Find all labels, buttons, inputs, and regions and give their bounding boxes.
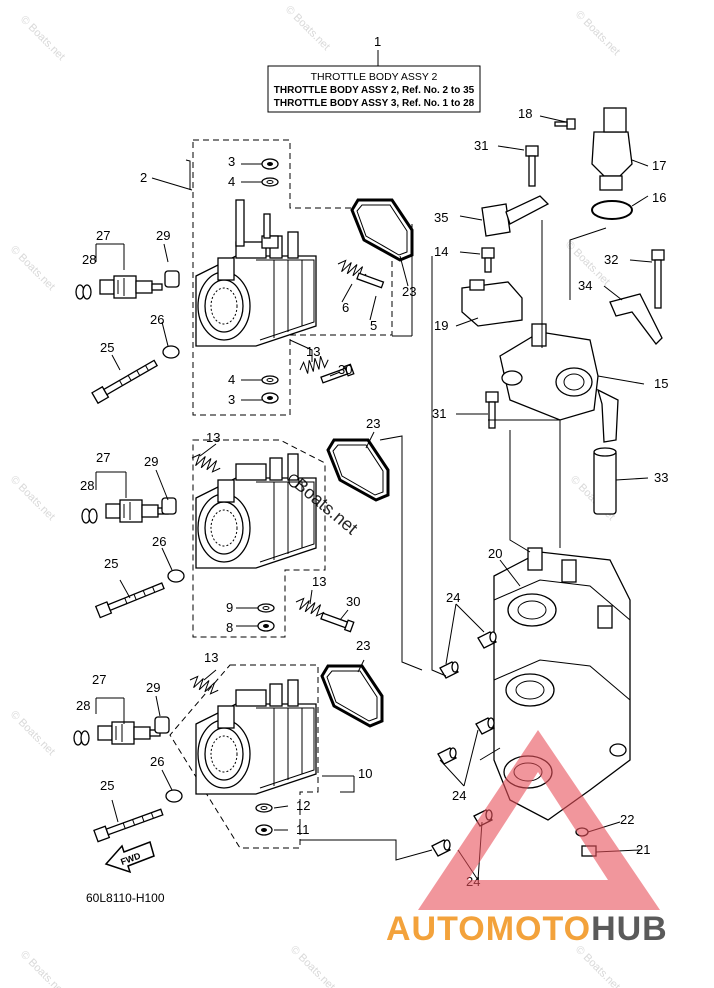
injector-set-middle [81,497,185,619]
callout-12: 12 [296,798,310,813]
callout-1: 1 [374,34,381,49]
callout-29: 29 [146,680,160,695]
callout-25: 25 [100,340,114,355]
watermark: © Boats.net [573,9,622,58]
callout-24: 24 [446,590,460,605]
callout-4: 4 [228,372,235,387]
watermark: © Boats.net [8,709,57,758]
brand-triangle-icon [418,730,660,910]
callout-23: 23 [366,416,380,431]
watermark: © Boats.net [18,949,67,988]
callout-29: 29 [144,454,158,469]
callout-26: 26 [150,312,164,327]
throttle-body-upper [195,158,385,404]
injector-set-upper [75,270,180,404]
callout-10: 10 [358,766,372,781]
callout-13: 13 [306,344,320,359]
title-box: THROTTLE BODY ASSY 2 THROTTLE BODY ASSY … [267,50,481,113]
gasket-lower [320,664,384,728]
callout-13: 13 [206,430,220,445]
injector-set-lower [73,716,183,843]
callout-11: 11 [296,822,310,837]
callout-5: 5 [370,318,377,333]
svg-text:AUTOMOTOHUB: AUTOMOTOHUB [386,910,668,948]
callout-3: 3 [228,392,235,407]
callout-27: 27 [96,450,110,465]
callout-9: 9 [226,600,233,615]
callout-25: 25 [104,556,118,571]
callout-21: 21 [636,842,650,857]
overlay-watermark-mark [288,474,300,488]
callout-4: 4 [228,174,235,189]
callout-16: 16 [652,190,666,205]
title-line-2: THROTTLE BODY ASSY 2, Ref. No. 2 to 35 [274,85,475,96]
title-line-3: THROTTLE BODY ASSY 3, Ref. No. 1 to 28 [274,98,475,109]
callout-20: 20 [488,546,502,561]
callout-2: 2 [140,170,147,185]
callout-28: 28 [76,698,90,713]
gasket-upper [350,198,414,262]
callout-27: 27 [92,672,106,687]
callout-13: 13 [204,650,218,665]
callout-19: 19 [434,318,448,333]
brand-name-part2: HUB [591,910,668,948]
callout-26: 26 [150,754,164,769]
brand-logo: AUTOMOTOHUB [386,730,668,948]
fwd-arrow-icon: FWD [104,841,155,874]
callout-33: 33 [654,470,668,485]
callout-17: 17 [652,158,666,173]
callout-31: 31 [432,406,446,421]
callout-23: 23 [402,284,416,299]
callout-31: 31 [474,138,488,153]
right-side-parts [431,107,665,857]
callout-15: 15 [654,376,668,391]
gasket-middle [326,438,390,502]
callout-6: 6 [342,300,349,315]
callout-22: 22 [620,812,634,827]
callout-23: 23 [356,638,370,653]
callout-3: 3 [228,154,235,169]
callout-28: 28 [80,478,94,493]
brand-name-part1: AUTOMOTO [386,910,591,948]
watermark: © Boats.net [288,944,337,988]
callout-30: 30 [338,362,352,377]
watermark: © Boats.net [573,944,622,988]
callouts: 1 2 3 4 27 28 29 26 25 6 5 23 13 30 4 3 … [76,34,668,889]
watermark: © Boats.net [8,244,57,293]
callout-14: 14 [434,244,448,259]
throttle-body-middle [189,451,355,633]
callout-24: 24 [452,788,466,803]
callout-30: 30 [346,594,360,609]
callout-35: 35 [434,210,448,225]
title-line-1: THROTTLE BODY ASSY 2 [311,71,438,83]
callout-32: 32 [604,252,618,267]
callout-29: 29 [156,228,170,243]
diagram-code: 60L8110-H100 [86,891,165,905]
watermark: © Boats.net [18,14,67,63]
watermark: © Boats.net [8,474,57,523]
callout-26: 26 [152,534,166,549]
callout-13: 13 [312,574,326,589]
callout-25: 25 [100,778,114,793]
callout-28: 28 [82,252,96,267]
callout-27: 27 [96,228,110,243]
callout-8: 8 [226,620,233,635]
assembly-outlines [169,139,393,849]
watermark: © Boats.net [283,4,332,53]
callout-18: 18 [518,106,532,121]
callout-34: 34 [578,278,592,293]
